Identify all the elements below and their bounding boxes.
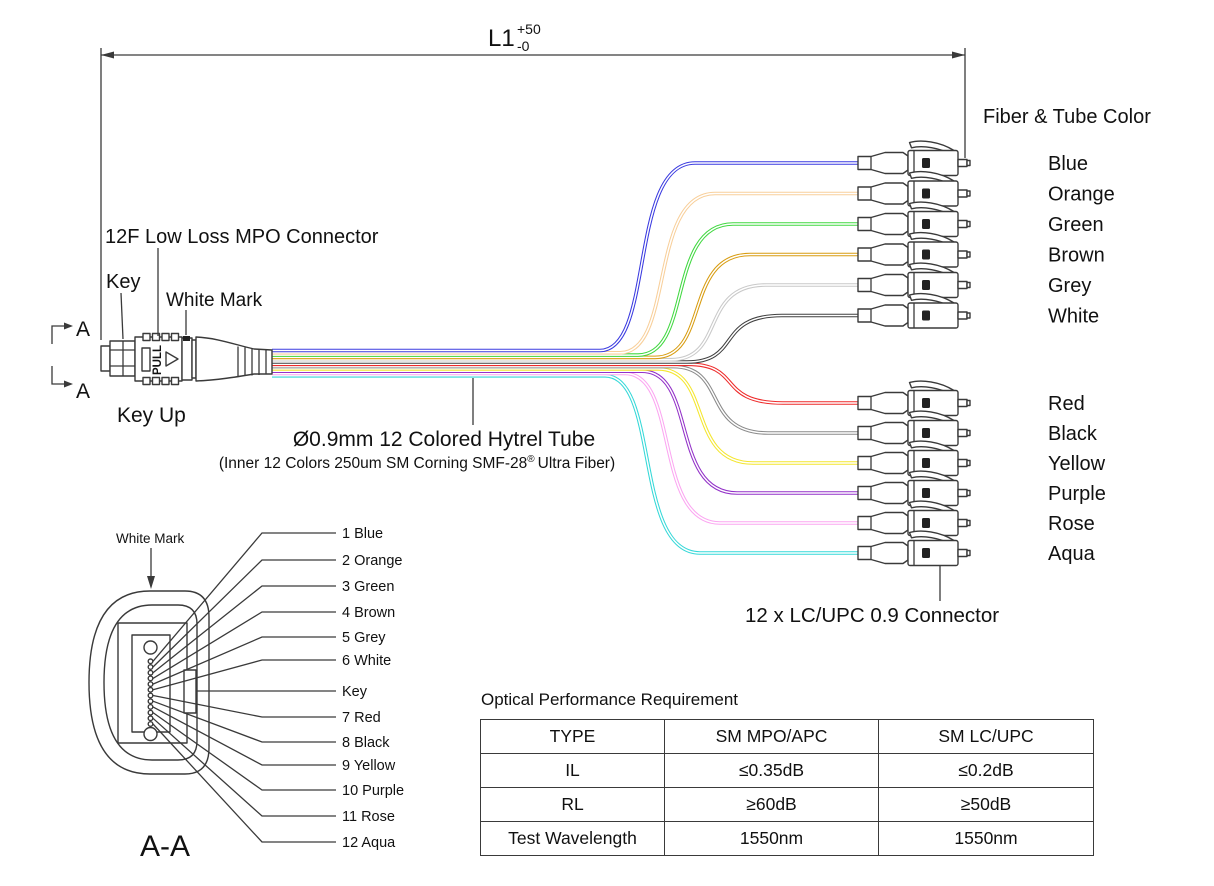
il-label: IL — [480, 753, 665, 788]
fiber-color-header: Fiber & Tube Color — [983, 106, 1151, 128]
section-letter-bottom: A — [76, 380, 90, 403]
dimension-label: L1 — [488, 25, 515, 52]
entry-7-red: 7 Red — [342, 710, 381, 726]
header-mpo: SM MPO/APC — [664, 719, 879, 754]
lc-connector — [857, 470, 971, 507]
svg-text:+50: +50 — [517, 21, 541, 37]
lc-connector — [857, 292, 971, 329]
pull-tab-label: PULL — [152, 345, 164, 375]
entry-10-purple: 10 Purple — [342, 783, 404, 799]
tube-label: Ø0.9mm 12 Colored Hytrel Tube (Inner 12 … — [219, 378, 615, 472]
fiber-fanout — [272, 161, 858, 555]
fiber-label-white: White — [1048, 306, 1099, 328]
lc-connector — [857, 231, 971, 268]
header-type: TYPE — [480, 719, 665, 754]
wavelength-mpo-value: 1550nm — [664, 821, 879, 856]
entry-4-brown: 4 Brown — [342, 605, 395, 621]
wavelength-lc-value: 1550nm — [878, 821, 1094, 856]
svg-text:L1: L1 — [488, 25, 515, 52]
svg-text:(Inner 12 Colors 250um SM Corn: (Inner 12 Colors 250um SM Corning SMF-28… — [219, 454, 615, 472]
section-view-label: A-A — [140, 830, 190, 863]
fiber-label-green: Green — [1048, 214, 1104, 236]
entry-12-aqua: 12 Aqua — [342, 835, 396, 851]
white-mark-dot — [183, 336, 190, 341]
wavelength-label: Test Wavelength — [480, 821, 665, 856]
fiber-label-red: Red — [1048, 393, 1085, 415]
fiber-label-brown: Brown — [1048, 245, 1105, 267]
rl-label: RL — [480, 787, 665, 822]
il-mpo-value: ≤0.35dB — [664, 753, 879, 788]
tube-main-label: Ø0.9mm 12 Colored Hytrel Tube — [293, 428, 595, 451]
fiber-label-rose: Rose — [1048, 513, 1095, 535]
lc-connector-label: 12 x LC/UPC 0.9 Connector — [745, 604, 999, 627]
fiber-label-yellow: Yellow — [1048, 453, 1106, 475]
guide-pin-hole — [143, 640, 158, 655]
fiber-label-orange: Orange — [1048, 184, 1115, 206]
lc-connector — [857, 410, 971, 447]
mpo-white-mark-label: White Mark — [166, 290, 263, 311]
lc-connector — [857, 170, 971, 207]
lc-connector — [857, 380, 971, 417]
entry-11-rose: 11 Rose — [342, 809, 395, 825]
entry-1-blue: 1 Blue — [342, 526, 383, 542]
guide-pin-hole — [143, 726, 158, 742]
table-row-wavelength: Test Wavelength 1550nm 1550nm — [480, 821, 1094, 856]
fiber-label-purple: Purple — [1048, 483, 1106, 505]
cross-section-entries: 1 Blue 2 Orange 3 Green 4 Brown 5 Grey 6… — [342, 526, 404, 851]
table-row-il: IL ≤0.35dB ≤0.2dB — [480, 753, 1094, 788]
dimension-l1: L1 +50 -0 — [100, 21, 966, 340]
header-lc: SM LC/UPC — [878, 719, 1094, 754]
cross-section-white-mark-label: White Mark — [116, 531, 185, 546]
mpo-connector-drawing: PULL 12F Low Loss MPO Connector Key Whit… — [100, 226, 379, 427]
performance-table: TYPE SM MPO/APC SM LC/UPC IL ≤0.35dB ≤0.… — [480, 719, 1094, 856]
section-letter-top: A — [76, 318, 90, 341]
lc-connectors — [857, 140, 971, 567]
performance-table-title: Optical Performance Requirement — [481, 690, 739, 709]
lc-connector — [857, 500, 971, 537]
fiber-color-labels: Fiber & Tube Color Blue Orange Green Bro… — [745, 106, 1151, 627]
cross-section-view: White Mark 1 Blue 2 Orange 3 Green 4 Bro… — [88, 526, 404, 863]
lc-connector — [857, 440, 971, 477]
fiber-label-black: Black — [1048, 423, 1098, 445]
entry-8-black: 8 Black — [342, 735, 390, 751]
dimension-tol-plus: +50 — [517, 21, 541, 37]
fiber-label-aqua: Aqua — [1048, 543, 1096, 565]
mpo-boot — [195, 336, 273, 382]
fiber-label-blue: Blue — [1048, 153, 1088, 175]
lc-connector — [857, 140, 971, 177]
entry-key: Key — [342, 684, 368, 700]
fiber-label-grey: Grey — [1048, 275, 1091, 297]
entry-5-grey: 5 Grey — [342, 630, 386, 646]
key-up-label: Key Up — [117, 404, 186, 427]
mpo-key-label: Key — [106, 271, 140, 293]
table-header-row: TYPE SM MPO/APC SM LC/UPC — [480, 719, 1094, 754]
dimension-tol-minus: -0 — [517, 38, 530, 54]
entry-6-white: 6 White — [342, 653, 391, 669]
svg-text:-0: -0 — [517, 38, 530, 54]
lc-connector — [857, 201, 971, 238]
il-lc-value: ≤0.2dB — [878, 753, 1094, 788]
entry-3-green: 3 Green — [342, 579, 394, 595]
table-row-rl: RL ≥60dB ≥50dB — [480, 787, 1094, 822]
key-slot — [183, 669, 197, 714]
rl-lc-value: ≥50dB — [878, 787, 1094, 822]
mpo-connector-label: 12F Low Loss MPO Connector — [105, 226, 379, 248]
lc-connector — [857, 262, 971, 299]
rl-mpo-value: ≥60dB — [664, 787, 879, 822]
section-markers: A A — [51, 318, 90, 403]
lc-connector — [857, 530, 971, 567]
entry-9-yellow: 9 Yellow — [342, 758, 396, 774]
entry-2-orange: 2 Orange — [342, 553, 402, 569]
